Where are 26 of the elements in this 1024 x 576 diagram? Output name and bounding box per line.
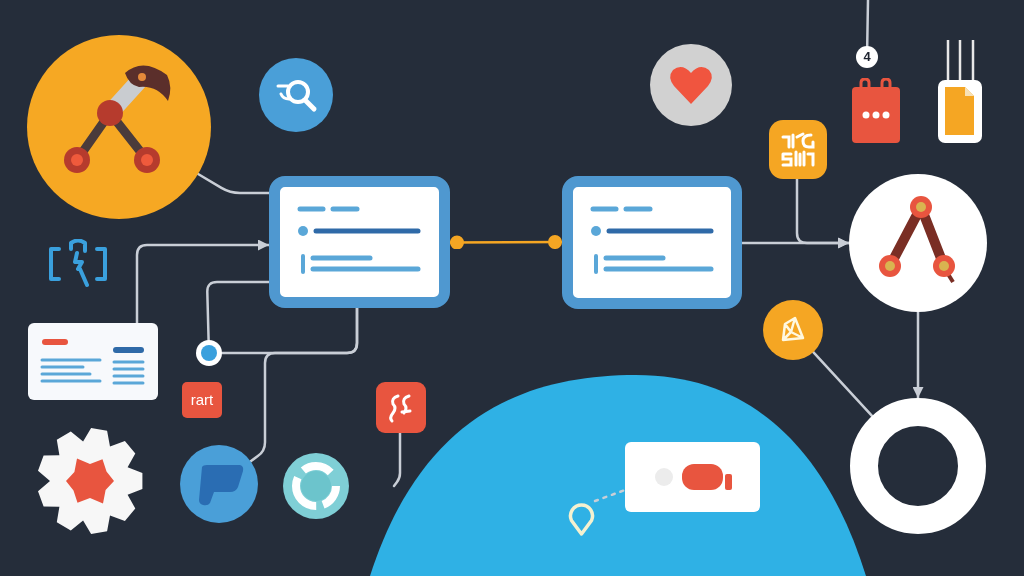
arrow	[912, 310, 924, 400]
connector-line	[392, 431, 402, 488]
dashed-line	[593, 488, 627, 503]
glyph-icon	[769, 120, 827, 179]
connector-line	[249, 306, 359, 463]
connector-line	[812, 350, 874, 418]
location-pin-icon	[568, 501, 595, 536]
status-card	[625, 442, 760, 512]
flag-icon	[180, 445, 258, 523]
arrow	[795, 177, 851, 249]
content-window	[562, 176, 742, 309]
connector-line	[206, 280, 271, 342]
gem-icon	[763, 300, 823, 360]
content-window	[269, 176, 450, 308]
tag-label: rart	[182, 382, 222, 418]
dot-connector	[448, 235, 564, 250]
ring-icon	[850, 398, 986, 534]
connector-line	[196, 172, 271, 195]
connector-line	[865, 0, 870, 48]
junction-dot-icon	[196, 340, 222, 366]
robot-arm-icon	[849, 174, 987, 312]
robot-arm-icon	[27, 35, 211, 219]
glyph-icon	[376, 382, 426, 433]
info-card	[28, 323, 158, 400]
arrow	[135, 239, 271, 325]
step-number: 4	[856, 46, 878, 68]
